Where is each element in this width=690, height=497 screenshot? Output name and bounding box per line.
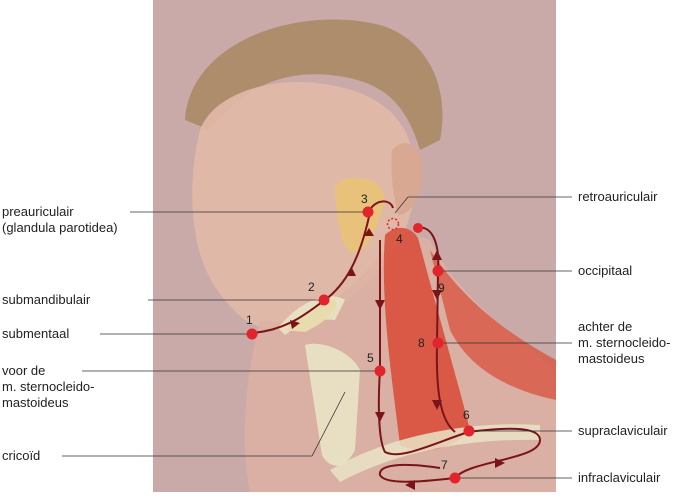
arrow-head — [375, 300, 385, 310]
node-7 — [449, 472, 461, 484]
node-5 — [374, 365, 386, 377]
face-shape — [192, 82, 416, 329]
label-posterior-scm: achter de m. sternocleido- mastoideus — [578, 319, 671, 366]
arrow-head — [405, 480, 415, 490]
label-infraclavicular: infraclaviculair — [578, 470, 661, 485]
node-2 — [318, 294, 330, 306]
path-anterior-descending — [377, 240, 469, 456]
arrow-head — [290, 320, 300, 329]
arrow-head — [432, 250, 442, 260]
node-6 — [463, 425, 475, 437]
hair-shape — [185, 19, 443, 151]
arrow-head — [346, 268, 356, 276]
label-occipital: occipitaal — [578, 263, 633, 278]
node-numbers: 1 2 3 4 5 6 7 8 9 — [246, 192, 470, 472]
label-anterior-scm: voor de m. sternocleido- mastoideus — [2, 363, 95, 410]
node-9 — [432, 265, 444, 277]
arrow-head — [432, 290, 442, 300]
node-number: 7 — [441, 458, 448, 472]
node-number: 8 — [418, 336, 425, 350]
label-supraclavicular: supraclaviculair — [578, 423, 668, 438]
arrow-head — [364, 228, 374, 236]
node-4 — [386, 217, 400, 231]
node-3 — [362, 206, 374, 218]
node-number: 9 — [438, 281, 445, 295]
lymph-nodes — [246, 206, 475, 484]
node-1 — [246, 328, 258, 340]
arrow-heads — [290, 228, 505, 490]
label-retroauricular: retroauriculair — [578, 189, 658, 204]
sternocleidomastoid-muscle — [383, 227, 470, 450]
arrow-head — [375, 412, 385, 422]
node-number: 3 — [361, 192, 368, 206]
arrow-head — [432, 400, 442, 410]
node-number: 5 — [367, 351, 374, 365]
trapezius-muscle — [430, 250, 556, 400]
node-number: 1 — [246, 313, 253, 327]
label-cricoid: cricoïd — [2, 448, 41, 463]
path-to-retro — [369, 200, 394, 211]
node-number: 6 — [463, 408, 470, 422]
leader-line-cricoid-diag — [311, 391, 346, 457]
clavicle-shape — [330, 424, 540, 482]
leader-line-retro-diag — [394, 196, 409, 214]
node-number: 4 — [396, 232, 403, 246]
leader-lines — [62, 196, 572, 479]
label-preauricular: preauriculair (glandula parotidea) — [2, 204, 118, 235]
label-submandibular: submandibulair — [2, 292, 91, 307]
node-8 — [432, 337, 444, 349]
node-occipital-upper — [413, 223, 423, 233]
label-submental: submentaal — [2, 326, 70, 341]
trachea-shape — [305, 343, 360, 466]
arrow-head — [495, 458, 505, 468]
node-number: 2 — [308, 280, 315, 294]
